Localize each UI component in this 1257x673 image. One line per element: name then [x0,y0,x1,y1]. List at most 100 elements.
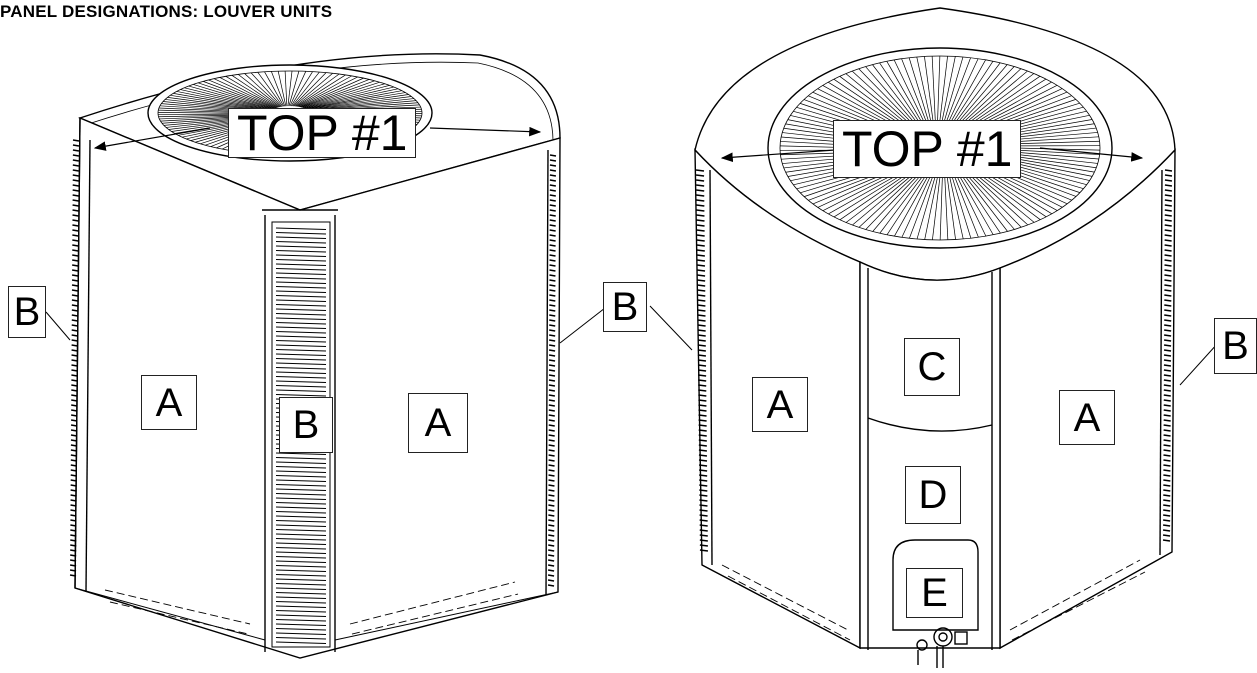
louver-line [275,488,327,492]
louver-line [549,274,556,277]
louver-line [698,459,708,462]
louver-line [1164,334,1172,337]
louver-line [275,596,327,600]
louver-line [549,279,556,282]
louver-line [275,479,327,483]
louver-line [548,404,555,407]
louver-line [548,474,555,477]
louver-line [548,389,556,392]
louver-line [1164,209,1172,212]
louver-line [1163,419,1171,422]
louver-line [275,285,327,289]
louver-line [275,506,327,510]
louver-line [696,254,705,257]
louver-line [72,169,79,172]
louver-line [275,605,327,609]
louver-line [699,514,708,517]
louver-line [549,339,556,342]
right-top-arrow-left [720,149,836,163]
louver-line [1164,224,1172,227]
louver-line [275,483,327,487]
louver-line [275,321,327,325]
louver-line [1163,459,1171,462]
fan-spoke [284,71,288,107]
louver-line [71,399,78,402]
louver-line [1164,189,1173,192]
louver-line [549,219,556,222]
fan-spoke [299,79,370,108]
right-upper-center-label-c: C [904,338,960,396]
left-face-label-a: A [141,375,197,430]
louver-line [697,339,706,342]
fan-spoke [293,72,333,107]
louver-line [70,554,77,557]
louver-line [1163,384,1171,387]
louver-line [275,492,327,496]
right-left-face-label-a: A [752,377,808,432]
louver-line [549,189,556,192]
louver-line [70,509,77,512]
louver-line [1163,484,1171,487]
louver-line [699,529,708,532]
louver-line [696,219,705,222]
louver-line [1163,439,1171,442]
louver-line [72,199,79,202]
louver-line [548,454,555,457]
louver-line [548,414,555,417]
louver-line [697,299,706,302]
louver-line [275,236,327,240]
fan-spoke [300,80,375,108]
louver-line [275,254,327,258]
louver-line [72,184,79,187]
louver-line [70,454,77,457]
louver-line [1163,414,1171,417]
fan-spoke [173,93,272,111]
louver-line [697,334,706,337]
fan-spoke [264,71,285,107]
louver-line [1164,279,1172,282]
louver-line [72,164,79,167]
louver-line [697,309,706,312]
right-top-label: TOP #1 [833,120,1022,178]
louver-line [547,564,555,567]
louver-line [695,174,705,177]
louver-line [1163,379,1171,382]
louver-line [698,424,707,427]
louver-line [72,174,79,177]
louver-line [548,499,555,502]
louver-line [549,154,557,157]
louver-line [698,399,707,402]
louver-line [699,539,708,542]
fan-spoke [176,91,272,111]
louver-line [72,204,79,207]
louver-line [697,294,706,297]
louver-line [72,179,79,182]
fan-spoke [219,77,278,108]
fan-spoke [277,71,287,107]
louver-line [1164,284,1172,287]
louver-line [70,469,77,472]
louver-line [696,269,706,272]
fan-spoke [303,85,390,109]
louver-line [699,524,708,527]
louver-line [696,184,705,187]
louver-line [275,366,327,370]
louver-line [275,537,327,541]
louver-line [275,272,327,276]
fan-spoke [213,78,277,109]
louver-line [698,394,707,397]
louver-line [1162,524,1171,527]
louver-line [1163,454,1171,457]
louver-line [275,384,327,388]
louver-line [72,159,79,162]
louver-line [1164,324,1172,327]
fan-spoke [225,76,279,108]
louver-line [275,330,327,334]
louver-line [1163,499,1171,502]
louver-line [275,515,327,519]
louver-line [1164,299,1172,302]
louver-line [548,384,556,387]
louver-line [1164,249,1172,252]
louver-line [275,231,327,235]
louver-line [70,429,78,432]
